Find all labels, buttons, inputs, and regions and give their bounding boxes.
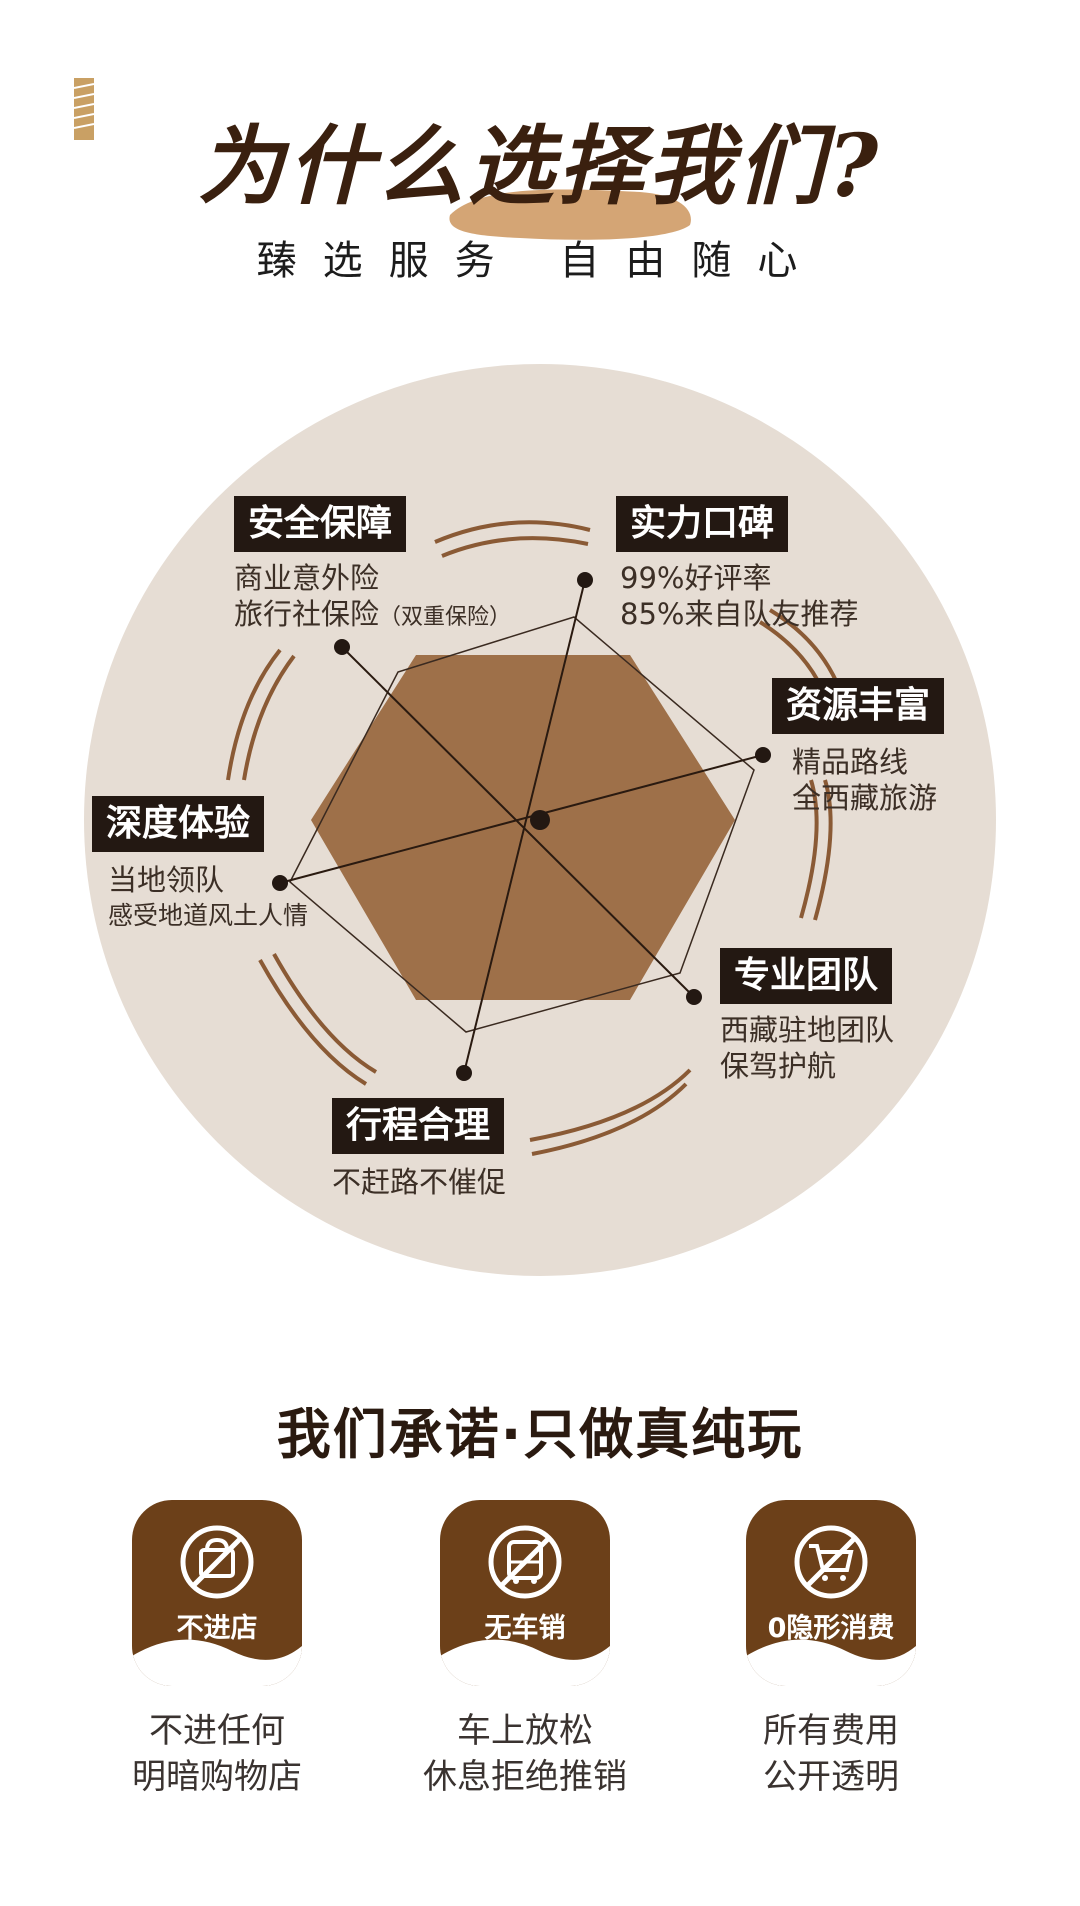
page-title: 为什么选择我们? xyxy=(197,116,883,217)
card-label: 无车销 xyxy=(484,1613,566,1644)
promise-card-no-bus-sales: 无车销 xyxy=(440,1500,610,1686)
label-safety: 安全保障 xyxy=(234,496,407,552)
desc-line: 不进任何 xyxy=(149,1711,285,1751)
desc-reputation: 99%好评率 85%来自队友推荐 xyxy=(620,560,858,632)
desc-line: 公开透明 xyxy=(763,1757,899,1797)
point-itinerary xyxy=(456,1065,472,1081)
point-experience xyxy=(272,875,288,891)
decorative-stripes xyxy=(74,78,94,140)
label-experience: 深度体验 xyxy=(92,796,265,852)
no-shopping-icon xyxy=(180,1525,254,1599)
point-safety xyxy=(334,639,350,655)
desc-team: 西藏驻地团队 保驾护航 xyxy=(720,1012,894,1084)
desc-line: 感受地道风土人情 xyxy=(108,901,309,930)
card-wave xyxy=(132,1639,302,1686)
desc-line: 全西藏旅游 xyxy=(792,781,938,815)
desc-line: 西藏驻地团队 xyxy=(720,1013,895,1047)
center-point xyxy=(530,810,550,830)
point-resources xyxy=(755,747,771,763)
desc-line: 99%好评率 xyxy=(620,561,772,595)
desc-note: （双重保险） xyxy=(379,605,512,630)
card-desc-no-shopping: 不进任何 明暗购物店 xyxy=(87,1708,347,1800)
desc-line: 休息拒绝推销 xyxy=(423,1757,627,1797)
card-desc-no-bus-sales: 车上放松 休息拒绝推销 xyxy=(395,1708,655,1800)
desc-line: 当地领队 xyxy=(108,863,225,897)
promise-card-no-hidden-fees: 0隐形消费 xyxy=(746,1500,916,1686)
gold-brush-stroke xyxy=(449,189,691,240)
card-wave xyxy=(746,1639,916,1686)
desc-line: 所有费用 xyxy=(763,1711,899,1751)
desc-line: 明暗购物店 xyxy=(132,1757,302,1797)
radar-outline xyxy=(289,616,755,1033)
label-team: 专业团队 xyxy=(720,948,893,1004)
desc-safety: 商业意外险 旅行社保险（双重保险） xyxy=(234,560,511,636)
feature-radar-diagram: 安全保障 商业意外险 旅行社保险（双重保险） 实力口碑 99%好评率 85%来自… xyxy=(80,360,1000,1280)
page-subtitle: 臻选服务 自由随心 xyxy=(256,238,824,284)
label-itinerary: 行程合理 xyxy=(332,1098,505,1154)
radar-spokes xyxy=(279,579,764,1074)
point-team xyxy=(686,989,702,1005)
no-cart-icon xyxy=(794,1525,868,1599)
point-reputation xyxy=(577,572,593,588)
card-label: 不进店 xyxy=(176,1613,258,1644)
card-desc-no-hidden-fees: 所有费用 公开透明 xyxy=(701,1708,961,1800)
desc-line: 车上放松 xyxy=(457,1711,593,1751)
desc-line: 精品路线 xyxy=(792,745,909,779)
diagram-graphics xyxy=(84,364,996,1276)
label-resources: 资源丰富 xyxy=(772,678,945,734)
radar-points xyxy=(272,572,771,1081)
desc-line: 85%来自队友推荐 xyxy=(620,597,859,631)
desc-resources: 精品路线 全西藏旅游 xyxy=(792,744,937,816)
no-bus-sales-icon xyxy=(488,1525,562,1599)
desc-line: 不赶路不催促 xyxy=(332,1165,507,1199)
promise-card-no-shopping: 不进店 xyxy=(132,1500,302,1686)
card-label: 0隐形消费 xyxy=(767,1613,895,1644)
promise-title: 我们承诺·只做真纯玩 xyxy=(276,1403,804,1466)
desc-line: 商业意外险 xyxy=(234,561,380,595)
desc-itinerary: 不赶路不催促 xyxy=(332,1164,506,1200)
desc-experience: 当地领队 感受地道风土人情 xyxy=(108,862,308,934)
desc-line: 保驾护航 xyxy=(720,1049,837,1083)
label-reputation: 实力口碑 xyxy=(616,496,789,552)
desc-line: 旅行社保险 xyxy=(234,597,380,631)
card-wave xyxy=(440,1639,610,1686)
